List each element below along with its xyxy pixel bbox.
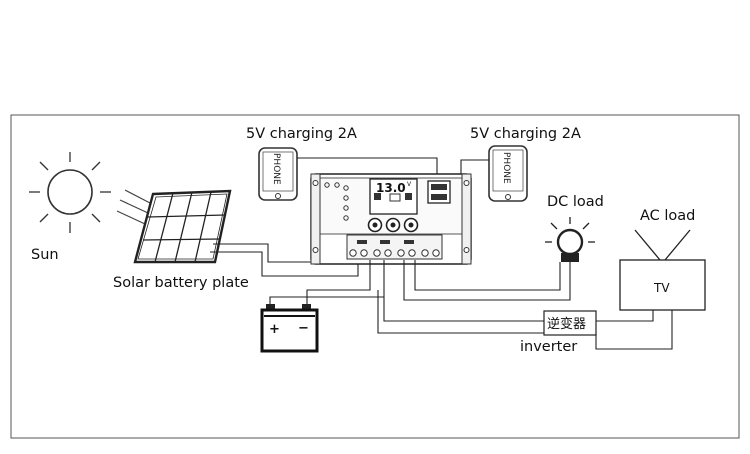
inverter-label: inverter (520, 339, 578, 355)
diagram-frame (10, 114, 740, 439)
solar-plate-label: Solar battery plate (113, 275, 249, 291)
inverter-box (543, 310, 597, 336)
sun-icon (29, 152, 111, 233)
wires (269, 260, 673, 350)
usb-right-label: 5V charging 2A (470, 126, 581, 142)
inverter-cn-label: 逆变器 (547, 316, 586, 332)
sun-label: Sun (31, 247, 59, 263)
panel-wires (210, 243, 359, 277)
battery-plus: + (269, 322, 280, 337)
phone-left-icon (258, 147, 298, 201)
lcd-unit: V (407, 181, 412, 188)
light-rays (116, 189, 151, 225)
phone-right-icon (488, 145, 528, 202)
tv-label: TV (653, 281, 670, 295)
ac-load-label: AC load (640, 208, 696, 224)
usb-left-label: 5V charging 2A (246, 126, 357, 142)
bulb-icon (545, 217, 595, 262)
phone-right-label: PHONE (501, 152, 511, 184)
tv-icon (619, 229, 706, 311)
solar-panel (133, 189, 232, 264)
charge-controller (310, 173, 472, 265)
lcd-value: 13.0 (376, 181, 406, 195)
phone-left-label: PHONE (271, 153, 281, 185)
battery-icon (260, 304, 319, 353)
battery-minus: − (298, 321, 309, 336)
dc-load-label: DC load (547, 194, 604, 210)
